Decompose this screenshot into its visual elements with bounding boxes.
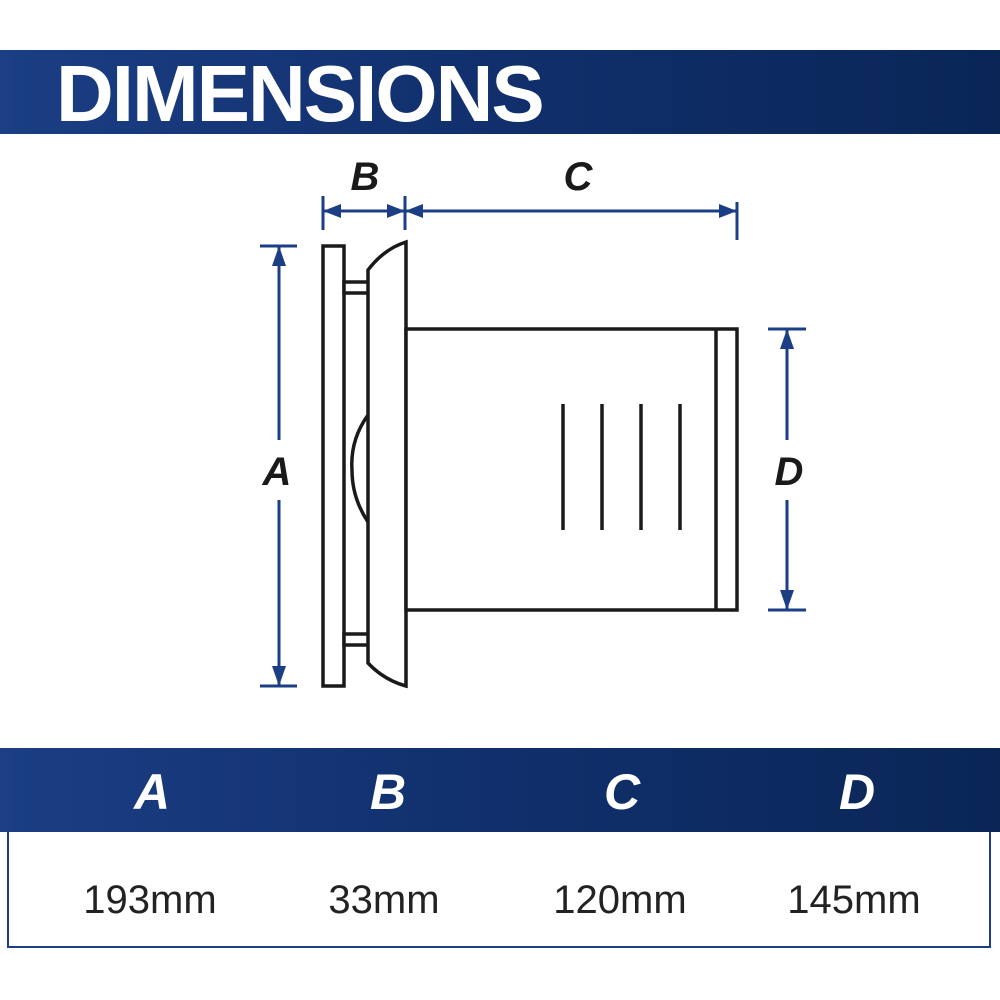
dimension-diagram: B C A D	[260, 155, 806, 689]
table-header-c: C	[603, 764, 641, 820]
table-header-a: A	[133, 764, 171, 820]
dimension-label-d: D	[775, 450, 804, 494]
dimension-label-a: A	[262, 450, 292, 494]
fan-outline-drawing	[321, 239, 739, 689]
dimension-c	[405, 202, 739, 240]
table-value-d: 145mm	[787, 878, 921, 922]
dimension-b	[321, 196, 407, 230]
dimension-a	[260, 244, 297, 688]
table-header	[0, 748, 1000, 832]
table-header-d: D	[838, 764, 876, 820]
page-title: DIMENSIONS	[56, 49, 545, 138]
dimension-label-c: C	[564, 155, 594, 199]
table-value-b: 33mm	[328, 878, 440, 922]
table-body	[7, 832, 991, 948]
title-banner	[0, 50, 1000, 134]
table-header-b: B	[369, 764, 407, 820]
dimension-label-b: B	[351, 155, 380, 199]
table-value-a: 193mm	[83, 878, 217, 922]
dimension-d	[768, 327, 806, 612]
table-value-c: 120mm	[553, 878, 687, 922]
